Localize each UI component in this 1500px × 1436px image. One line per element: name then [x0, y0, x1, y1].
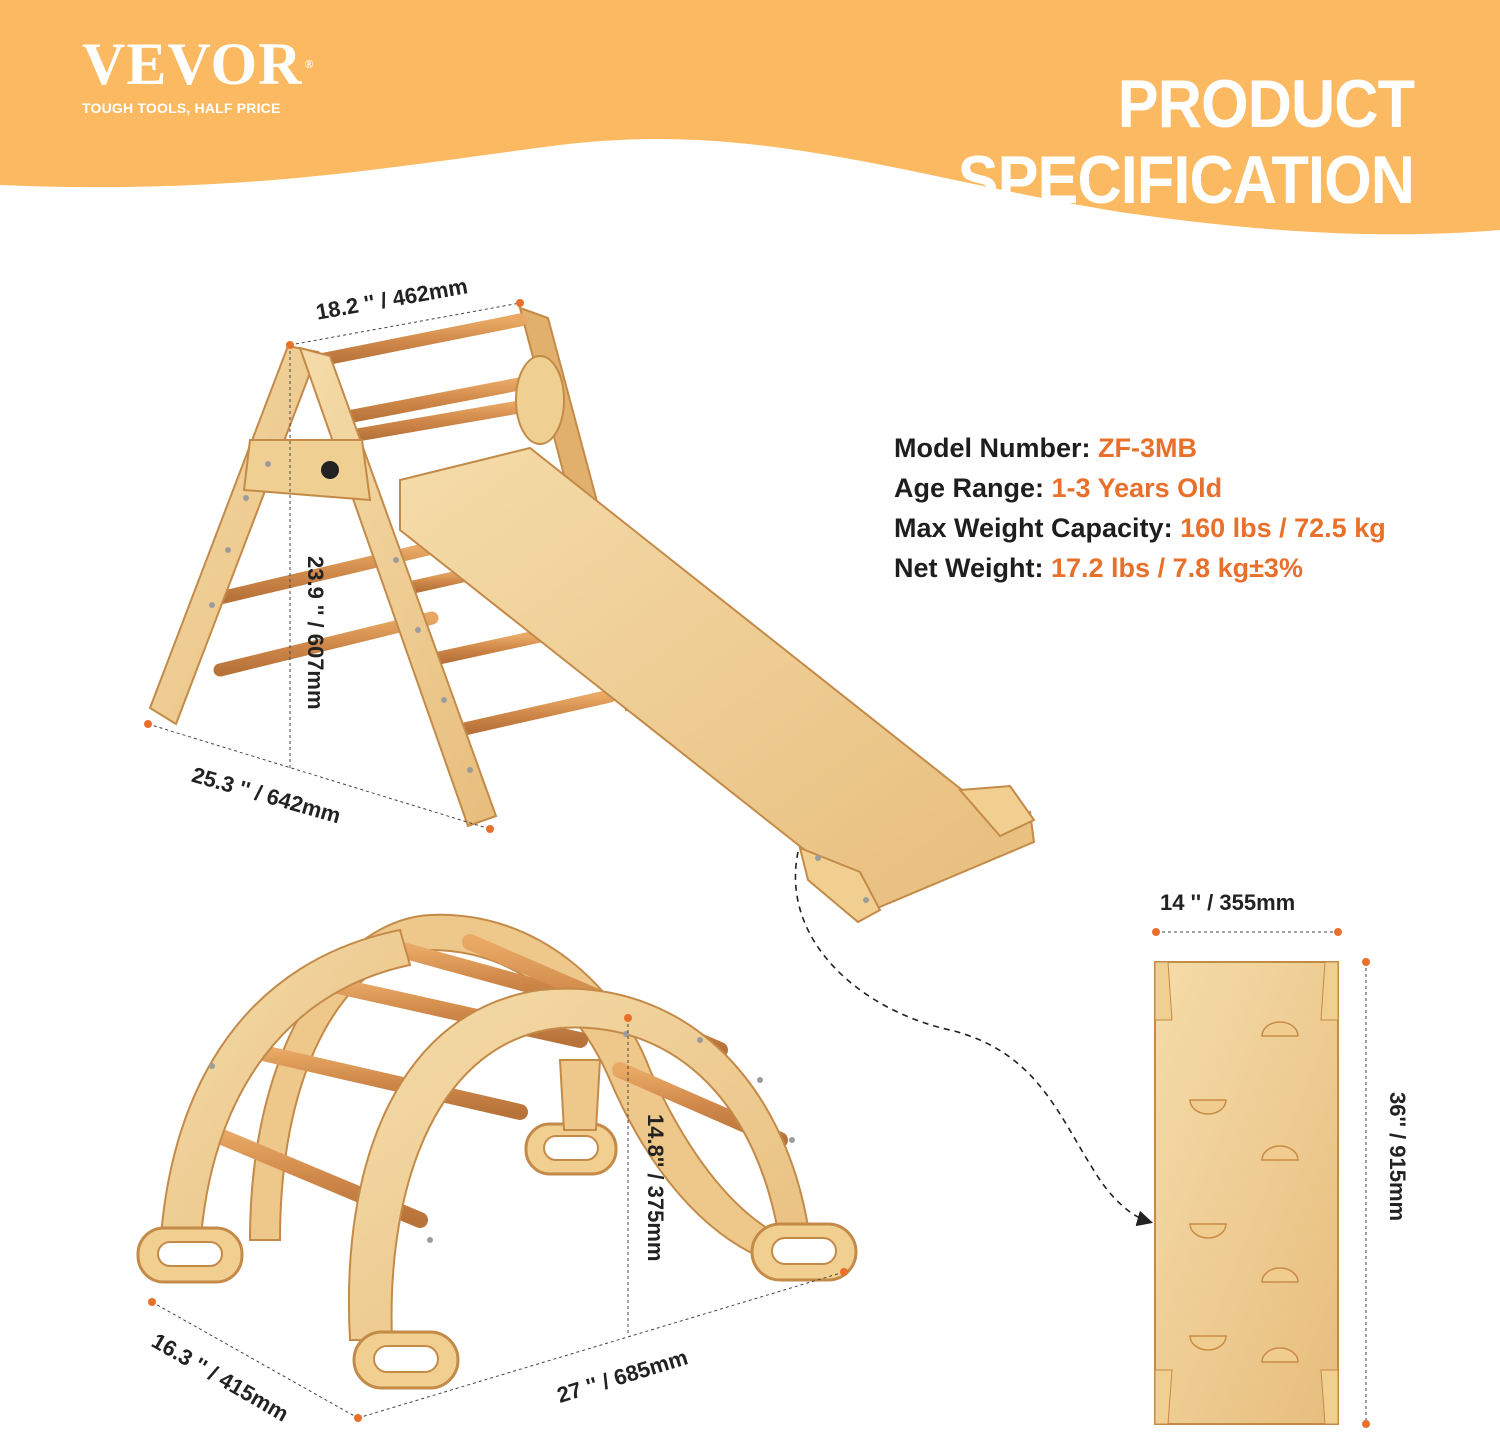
title-line-2: SPECIFICATION [957, 142, 1415, 218]
flip-arrow [794, 851, 1154, 1227]
spec-age-range: Age Range: 1-3 Years Old [894, 473, 1223, 503]
title-line-1: PRODUCT [1117, 66, 1415, 142]
spec-net-weight: Net Weight: 17.2 lbs / 7.8 kg±3% [894, 553, 1303, 583]
vevor-logo: VEVOR® [82, 31, 315, 97]
page-title: PRODUCT SPECIFICATION [957, 66, 1415, 218]
arch-dimension-guides [148, 1014, 848, 1422]
brand-tagline: TOUGH TOOLS, HALF PRICE [82, 100, 281, 116]
spec-list: Model Number: ZF-3MB Age Range: 1-3 Year… [894, 428, 1386, 588]
dim-arch-height: 14.8'' / 375mm [643, 1114, 668, 1262]
triangle-climber-illustration [148, 306, 1036, 924]
header-banner [0, 0, 1500, 235]
arch-climber-illustration [136, 913, 858, 1390]
brand: VEVOR® TOUGH TOOLS, HALF PRICE [82, 34, 314, 116]
knob-icon [321, 461, 339, 479]
triangle-dimension-guides [144, 299, 524, 833]
dim-ramp-length: 36'' / 915mm [1385, 1092, 1410, 1222]
spec-model-number: Model Number: ZF-3MB [894, 433, 1197, 463]
spec-max-weight: Max Weight Capacity: 160 lbs / 72.5 kg [894, 513, 1386, 543]
ramp-dimension-guides [1152, 928, 1370, 1428]
climbing-ramp-illustration [1154, 961, 1339, 1425]
dim-triangle-height: 23.9 '' / 607mm [303, 556, 328, 710]
dim-ramp-width: 14 '' / 355mm [1160, 890, 1296, 915]
